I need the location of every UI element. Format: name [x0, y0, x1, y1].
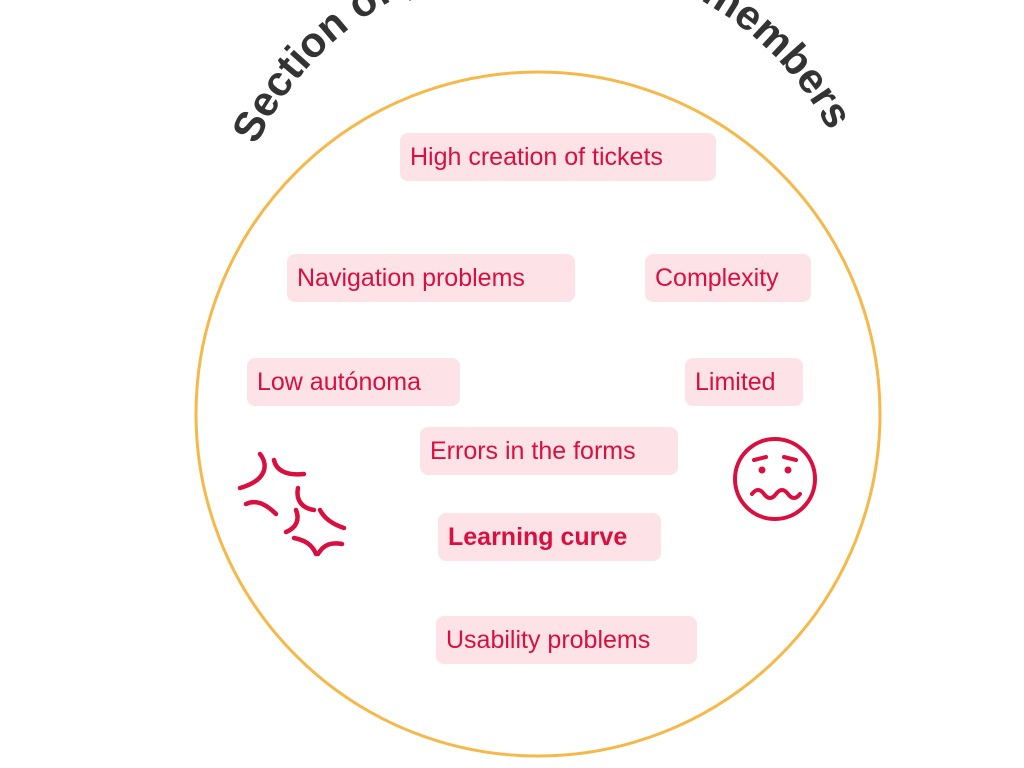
tag-usability-problems: Usability problems [436, 616, 697, 664]
tag-errors-in-the-forms: Errors in the forms [420, 427, 678, 475]
worried-face-icon [733, 437, 817, 521]
anger-symbol-icon [237, 451, 347, 557]
tag-navigation-problems: Navigation problems [287, 254, 575, 302]
tag-learning-curve: Learning curve [438, 513, 661, 561]
main-circle [194, 70, 882, 758]
tag-complexity: Complexity [645, 254, 811, 302]
tag-low-autonoma: Low autónoma [247, 358, 460, 406]
tag-high-creation-of-tickets: High creation of tickets [400, 133, 716, 181]
tag-limited: Limited [685, 358, 803, 406]
diagram-title: Section of procedures for members [222, 0, 862, 149]
